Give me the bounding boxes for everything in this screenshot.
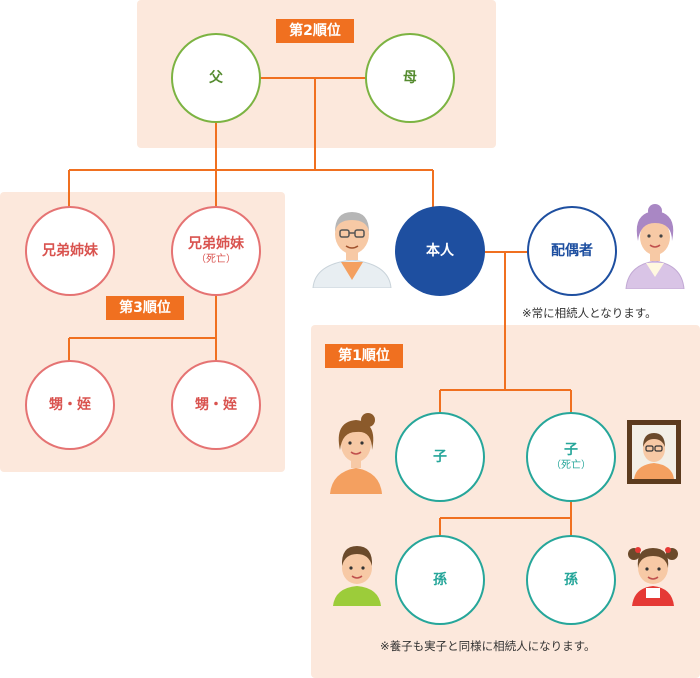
nephew1-label: 甥・姪 <box>49 396 91 413</box>
grandmother-icon <box>625 204 685 289</box>
grandfather-icon <box>312 212 392 288</box>
spouse-note: ※常に相続人となります。 <box>522 306 657 320</box>
child2-node: 子 （死亡） <box>526 412 616 502</box>
rank3-badge: 第3順位 <box>106 296 184 320</box>
grandchild1-node: 孫 <box>395 535 485 625</box>
mother-label: 母 <box>403 69 417 86</box>
sibling1-node: 兄弟姉妹 <box>25 206 115 296</box>
father-label: 父 <box>209 69 223 86</box>
rank1-badge: 第1順位 <box>325 344 403 368</box>
nephew1-node: 甥・姪 <box>25 360 115 450</box>
woman-icon <box>330 413 382 494</box>
nephew2-node: 甥・姪 <box>171 360 261 450</box>
sibling2-deceased-label: （死亡） <box>196 254 236 265</box>
mother-node: 母 <box>365 33 455 123</box>
grandchild2-label: 孫 <box>564 571 578 588</box>
self-label: 本人 <box>426 242 454 259</box>
child2-deceased-label: （死亡） <box>551 460 591 471</box>
father-node: 父 <box>171 33 261 123</box>
grandchild1-label: 孫 <box>433 571 447 588</box>
nephew2-label: 甥・姪 <box>195 396 237 413</box>
child1-label: 子 <box>433 448 447 465</box>
spouse-label: 配偶者 <box>551 242 593 259</box>
grandchild2-node: 孫 <box>526 535 616 625</box>
spouse-node: 配偶者 <box>527 206 617 296</box>
child2-label: 子 <box>564 442 578 458</box>
sibling2-label: 兄弟姉妹 <box>188 236 244 252</box>
girl-icon <box>628 547 678 606</box>
boy-icon <box>333 546 381 606</box>
adopted-note: ※養子も実子と同様に相続人になります。 <box>380 639 596 653</box>
self-node: 本人 <box>395 206 485 296</box>
sibling1-label: 兄弟姉妹 <box>42 242 98 259</box>
deceased-portrait-icon <box>627 420 681 484</box>
sibling2-node: 兄弟姉妹 （死亡） <box>171 206 261 296</box>
child1-node: 子 <box>395 412 485 502</box>
rank2-badge: 第2順位 <box>276 19 354 43</box>
